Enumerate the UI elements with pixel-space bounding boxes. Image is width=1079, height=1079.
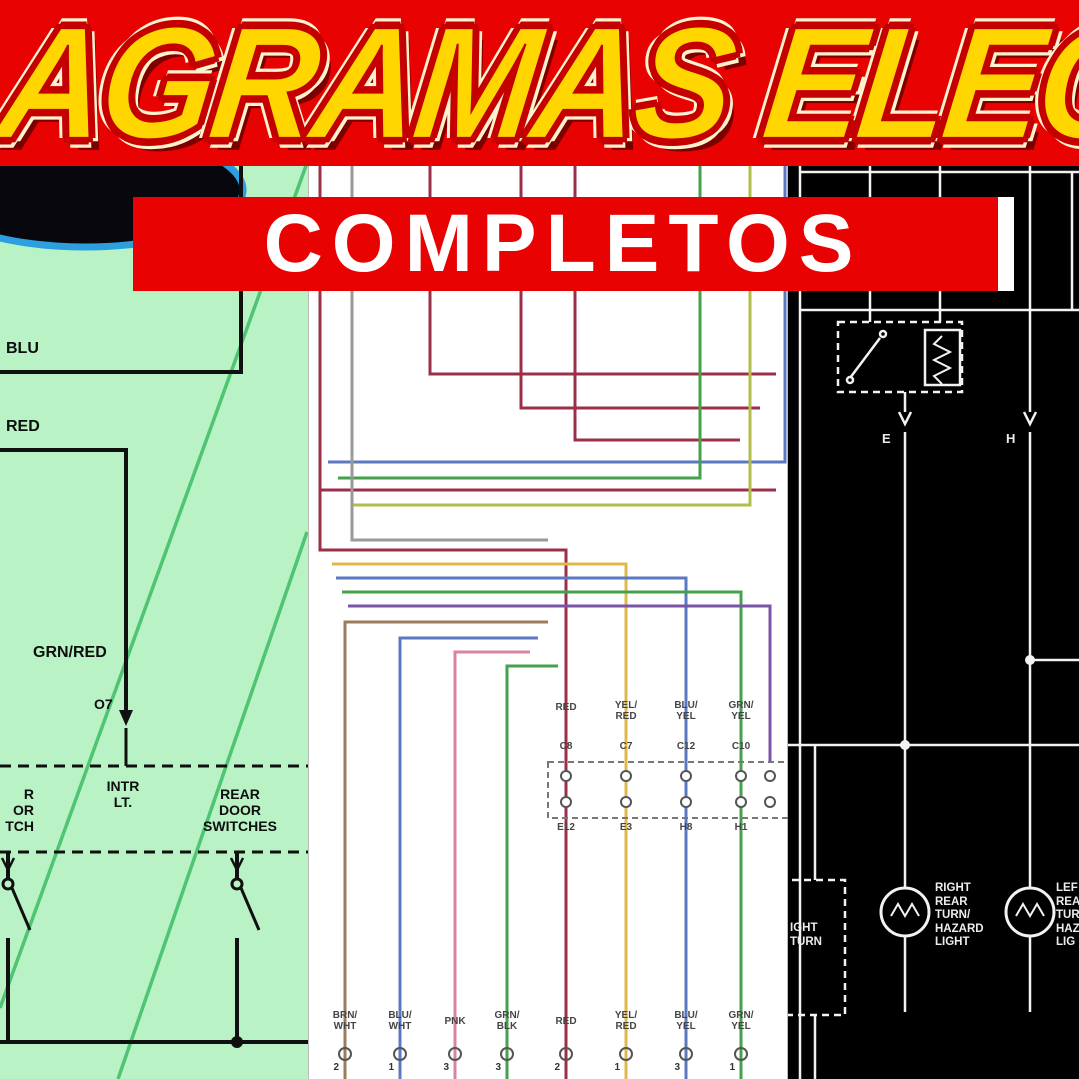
junction-dot [1025,655,1035,665]
bulb-icon [1004,886,1056,1012]
connector-pin-label: C10 [731,741,751,752]
right-diagram-panel: E H RIGHT REAR TURN/ HAZARD LIGHT LEF RE… [788,0,1079,1079]
junction-dot [900,740,910,750]
component-label-cut-door-switch: R OR TCH [5,786,34,834]
pin-number: 1 [614,1062,620,1073]
switch-contact [230,877,244,891]
component-label-rear-door-switches: REAR DOOR SWITCHES [203,786,277,834]
banner-title: AGRAMAS ELECTRICO [0,0,1079,166]
pin-number: 1 [388,1062,394,1073]
connector-pin-label: C12 [676,741,696,752]
connector-pin-label: C7 [619,741,633,752]
pin-number: 3 [443,1062,449,1073]
connector-pin-label: H8 [679,822,693,833]
bottom-pin-connectors [338,1047,748,1061]
wire-label: BLU/ WHT [388,1010,412,1032]
subtitle-strip: COMPLETOS [133,197,1014,291]
relay-symbol [836,320,964,394]
pin-number: 3 [674,1062,680,1073]
wire-label-grn-red: GRN/RED [33,644,107,661]
wire-label: GRN/ YEL [728,1010,754,1032]
right-wiring-svg [788,160,1079,1079]
pin-label-h: H [1006,431,1016,446]
component-label-right-rear-light: RIGHT REAR TURN/ HAZARD LIGHT [935,882,984,948]
pin-number: 1 [729,1062,735,1073]
junction-dot [231,1036,243,1048]
subtitle-endcap [998,197,1014,291]
green-wire-diagonals [0,162,308,1079]
pin-number: 3 [495,1062,501,1073]
subtitle-text: COMPLETOS [263,198,863,289]
wire-label: BLU/ YEL [674,700,698,722]
bulb-icon [879,886,931,1012]
white-wiring [788,160,1079,1079]
wire-label: PNK [444,1016,466,1027]
pin-number: 2 [333,1062,339,1073]
wire-label: GRN/ YEL [728,700,754,722]
component-label-intr-lt: INTR LT. [106,778,140,810]
middle-diagram-panel: RED YEL/ RED BLU/ YEL GRN/ YEL C8 C7 C12… [308,0,788,1079]
connector-pin-label: E3 [619,822,633,833]
connector-pin-label: H1 [734,822,748,833]
connector-pin-label: C8 [559,741,573,752]
black-wiring [0,158,308,1044]
wire-label-blu: BLU [6,340,39,357]
cut-component-box [788,878,847,1017]
wire-label: BLU/ YEL [674,1010,698,1032]
switch-contact [1,877,15,891]
wire-label: YEL/ RED [614,1010,638,1032]
wire-label-red: RED [6,418,40,435]
wire-label: RED [555,702,577,713]
colored-wires [308,0,788,1079]
middle-wiring-svg [308,0,788,1079]
wire-label: RED [555,1016,577,1027]
wire-label: GRN/ BLK [494,1010,520,1032]
top-banner: AGRAMAS ELECTRICO [0,0,1079,166]
component-label-cut-box: IGHT TURN [790,922,822,948]
pin-number: 2 [554,1062,560,1073]
connector-pin-label: E12 [557,822,575,833]
component-label-left-rear-light-cut: LEF REA TUR HAZ LIG [1056,882,1079,948]
connector-block [547,761,788,819]
connector-label-o7: O7 [94,696,113,712]
wire-arrowhead [119,710,133,726]
pin-label-e: E [882,431,891,446]
wire-label: BRN/ WHT [332,1010,358,1032]
wire-label: YEL/ RED [614,700,638,722]
